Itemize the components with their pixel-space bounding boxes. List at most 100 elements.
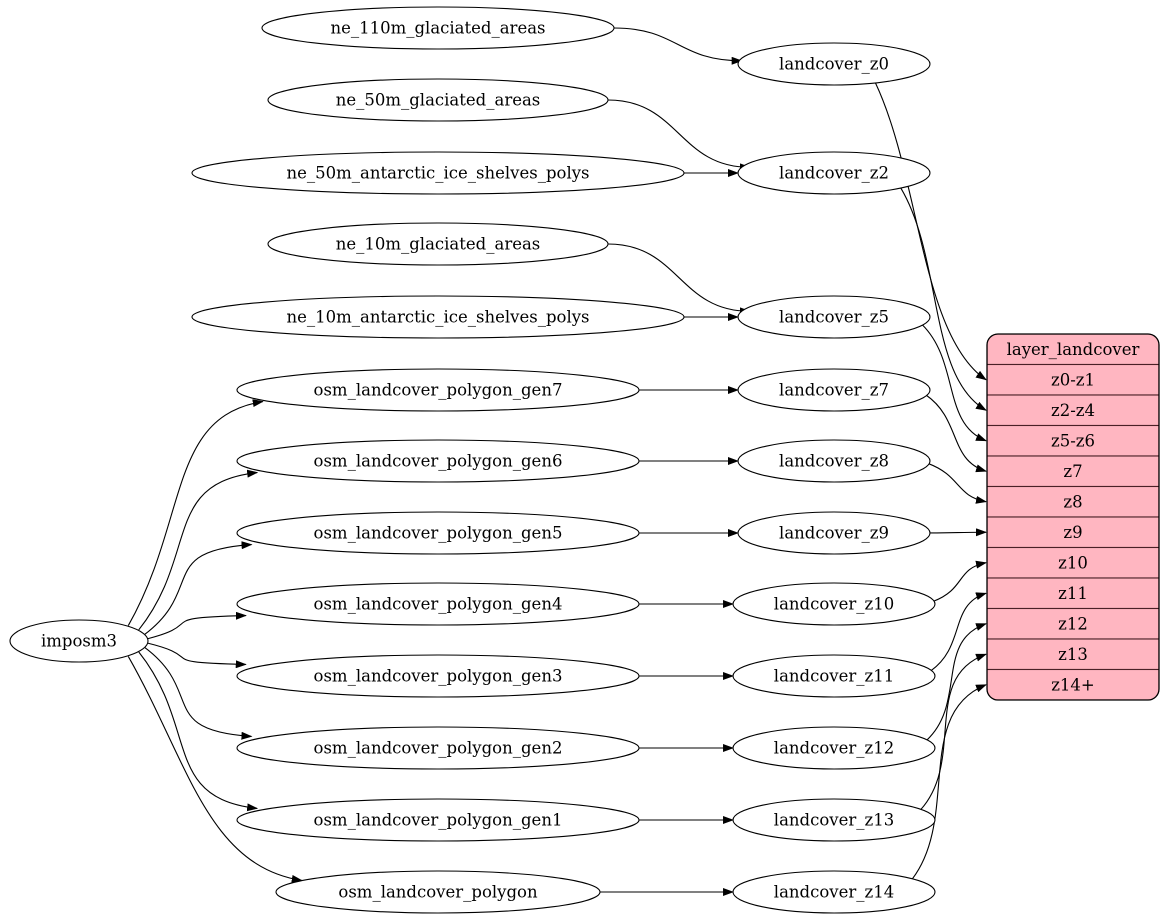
node-label: landcover_z2	[779, 164, 889, 183]
node-ellipse	[267, 222, 609, 266]
edge	[147, 642, 247, 669]
node-label: osm_landcover_polygon_gen3	[314, 667, 563, 686]
node-ellipse	[737, 42, 931, 86]
node-label: osm_landcover_polygon	[338, 883, 538, 902]
table-row-z8[interactable]: z8	[987, 485, 1159, 518]
layer-landcover-table[interactable]: layer_landcoverz0-z1z2-z4z5-z6z7z8z9z10z…	[986, 333, 1160, 701]
node-lc_z13[interactable]: landcover_z13	[732, 798, 936, 842]
edge	[607, 99, 751, 172]
node-ellipse	[732, 798, 936, 842]
table-row-z11[interactable]: z11	[987, 577, 1159, 610]
table-row-z0-z1[interactable]: z0-z1	[987, 363, 1159, 396]
table-row-z5-z6[interactable]: z5-z6	[987, 424, 1159, 457]
node-ellipse	[275, 870, 601, 914]
table-row-label: z2-z4	[1051, 401, 1095, 420]
node-label: landcover_z8	[779, 452, 889, 471]
edge-layer	[127, 27, 987, 896]
edge	[607, 243, 751, 316]
node-ellipse	[732, 654, 936, 698]
edge	[147, 611, 247, 640]
node-label: osm_landcover_polygon_gen2	[314, 739, 563, 758]
node-label: osm_landcover_polygon_gen6	[314, 452, 563, 471]
node-label: landcover_z5	[779, 308, 889, 327]
node-gen1[interactable]: osm_landcover_polygon_gen1	[236, 798, 640, 842]
table-row-cell	[987, 424, 1159, 457]
node-lc_z7[interactable]: landcover_z7	[737, 368, 931, 412]
edge	[144, 647, 253, 740]
node-label: ne_50m_antarctic_ice_shelves_polys	[286, 164, 589, 183]
node-ellipse	[236, 439, 640, 483]
node-ellipse	[732, 582, 936, 626]
node-ne10ga[interactable]: ne_10m_glaciated_areas	[267, 222, 609, 266]
node-ellipse	[236, 582, 640, 626]
table-row-z10[interactable]: z10	[987, 546, 1159, 579]
node-gen6[interactable]: osm_landcover_polygon_gen6	[236, 439, 640, 483]
node-gen2[interactable]: osm_landcover_polygon_gen2	[236, 726, 640, 770]
table-header-label: layer_landcover	[1007, 340, 1140, 359]
node-gen3[interactable]: osm_landcover_polygon_gen3	[236, 654, 640, 698]
node-label: landcover_z11	[774, 667, 894, 686]
edge	[613, 27, 743, 65]
table-row-label: z8	[1063, 492, 1082, 511]
table-row-label: z7	[1063, 462, 1082, 481]
table-row-z14plus[interactable]: z14+	[987, 668, 1159, 701]
node-ellipse	[236, 798, 640, 842]
node-ne110ga[interactable]: ne_110m_glaciated_areas	[261, 6, 615, 50]
table-row-z2-z4[interactable]: z2-z4	[987, 394, 1159, 427]
node-imposm3[interactable]: imposm3	[9, 619, 149, 663]
edge	[874, 82, 987, 381]
node-gen5[interactable]: osm_landcover_polygon_gen5	[236, 511, 640, 555]
node-ellipse	[737, 439, 931, 483]
table-row-cell	[987, 638, 1159, 671]
node-label: landcover_z7	[779, 381, 889, 400]
node-ellipse	[9, 619, 149, 663]
node-label: imposm3	[41, 632, 117, 651]
node-lc_z10[interactable]: landcover_z10	[732, 582, 936, 626]
node-ne50aisp[interactable]: ne_50m_antarctic_ice_shelves_polys	[191, 151, 685, 195]
node-ellipse	[737, 151, 931, 195]
node-gen4[interactable]: osm_landcover_polygon_gen4	[236, 582, 640, 626]
node-layer: imposm3 ne_110m_glaciated_areas ne_50m_gla…	[9, 6, 936, 914]
node-lc_z9[interactable]: landcover_z9	[737, 511, 931, 555]
node-ellipse	[732, 726, 936, 770]
node-lc_z12[interactable]: landcover_z12	[732, 726, 936, 770]
node-lc_z14[interactable]: landcover_z14	[732, 870, 936, 914]
table-row-cell	[987, 668, 1159, 700]
table-rows-clip: layer_landcoverz0-z1z2-z4z5-z6z7z8z9z10z…	[987, 334, 1159, 700]
table-header: layer_landcover	[987, 334, 1159, 366]
table-row-label: z0-z1	[1051, 370, 1095, 389]
table-row-z9[interactable]: z9	[987, 516, 1159, 549]
table-outline	[986, 333, 1160, 701]
edge	[920, 653, 987, 810]
table-row-label: z13	[1058, 645, 1088, 664]
edge	[925, 394, 987, 473]
node-label: ne_50m_glaciated_areas	[336, 91, 541, 110]
node-label: osm_landcover_polygon_gen4	[314, 595, 563, 614]
node-ellipse	[737, 511, 931, 555]
node-gen7[interactable]: osm_landcover_polygon_gen7	[236, 368, 640, 412]
table-row-z13[interactable]: z13	[987, 638, 1159, 671]
table-row-cell	[987, 363, 1159, 396]
edge	[127, 656, 303, 883]
node-label: ne_110m_glaciated_areas	[330, 19, 545, 38]
node-lc_z11[interactable]: landcover_z11	[732, 654, 936, 698]
table-row-z12[interactable]: z12	[987, 607, 1159, 640]
edge	[928, 463, 987, 504]
node-lc_z0[interactable]: landcover_z0	[737, 42, 931, 86]
edge	[138, 651, 259, 812]
edge	[921, 324, 987, 442]
node-label: osm_landcover_polygon_gen1	[314, 811, 563, 830]
node-ellipse	[737, 295, 931, 339]
table-row-label: z9	[1063, 523, 1082, 542]
node-lc_z5[interactable]: landcover_z5	[737, 295, 931, 339]
node-ne10aisp[interactable]: ne_10m_antarctic_ice_shelves_polys	[191, 295, 685, 339]
node-label: landcover_z12	[774, 739, 894, 758]
node-lc_z2[interactable]: landcover_z2	[737, 151, 931, 195]
node-ne50ga[interactable]: ne_50m_glaciated_areas	[267, 78, 609, 122]
edge	[926, 623, 987, 741]
node-ellipse	[236, 368, 640, 412]
node-lc_z8[interactable]: landcover_z8	[737, 439, 931, 483]
node-gen0[interactable]: osm_landcover_polygon	[275, 870, 601, 914]
table-row-z7[interactable]: z7	[987, 455, 1159, 488]
